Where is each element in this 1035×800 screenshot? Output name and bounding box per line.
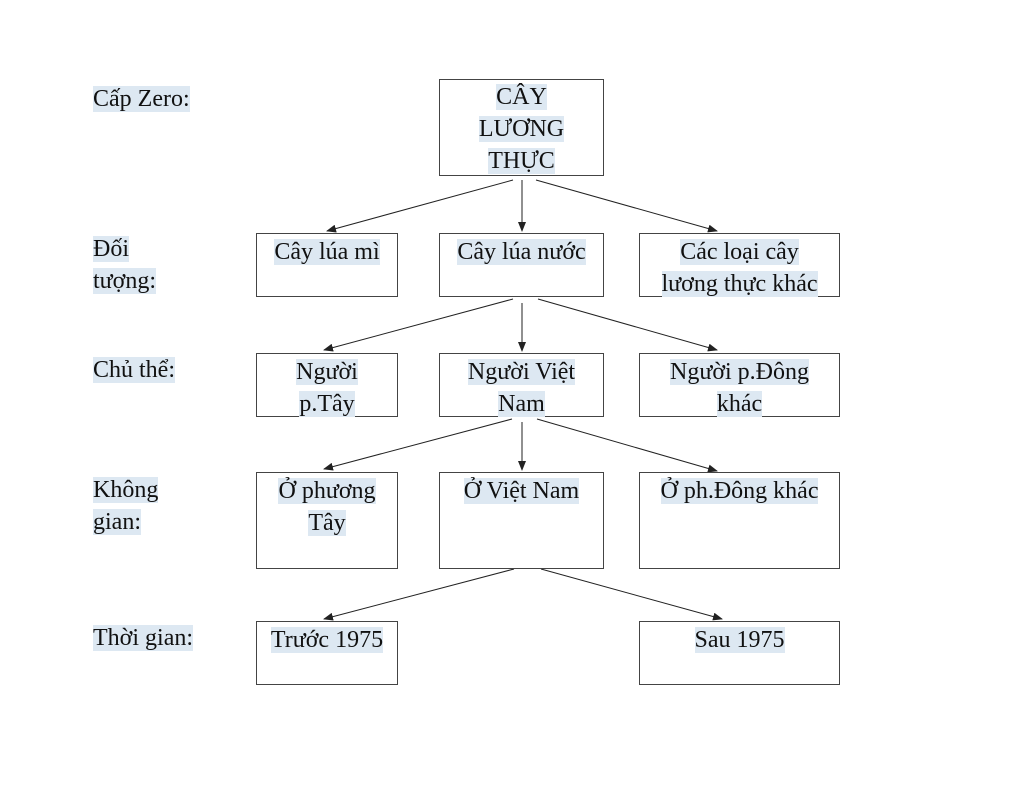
node-after-1975: Sau 1975 [639, 621, 840, 685]
node-rice: Cây lúa nước [439, 233, 604, 297]
node-other-crops: Các loại cây lương thực khác [639, 233, 840, 297]
edge-vnpeople-in-other-east [536, 418, 718, 473]
edge-vnpeople-in-west [323, 418, 513, 471]
edge-rice-western-people [323, 298, 514, 352]
edge-invn-before-1975 [323, 568, 515, 621]
level-label-subject: Chủ thể: [93, 357, 175, 383]
node-wheat: Cây lúa mì [256, 233, 398, 297]
node-in-other-east: Ở ph.Đông khác [639, 472, 840, 569]
node-vietnamese-people: Người Việt Nam [439, 353, 604, 417]
node-other-eastern-people: Người p.Đông khác [639, 353, 840, 417]
edge-root-other-crops [535, 179, 718, 233]
node-western-people: Người p.Tây [256, 353, 398, 417]
edge-root-wheat [326, 179, 514, 233]
level-label-space: Không gian: [93, 477, 159, 535]
node-in-vietnam: Ở Việt Nam [439, 472, 604, 569]
node-root: CÂY LƯƠNG THỰC [439, 79, 604, 176]
level-label-time: Thời gian: [93, 625, 194, 651]
edge-invn-after-1975 [540, 568, 723, 621]
edge-rice-other-eastern-people [537, 298, 718, 352]
node-in-west: Ở phương Tây [256, 472, 398, 569]
level-label-object: Đối tượng: [93, 236, 157, 294]
level-label-zero: Cấp Zero: [93, 86, 190, 112]
node-before-1975: Trước 1975 [256, 621, 398, 685]
